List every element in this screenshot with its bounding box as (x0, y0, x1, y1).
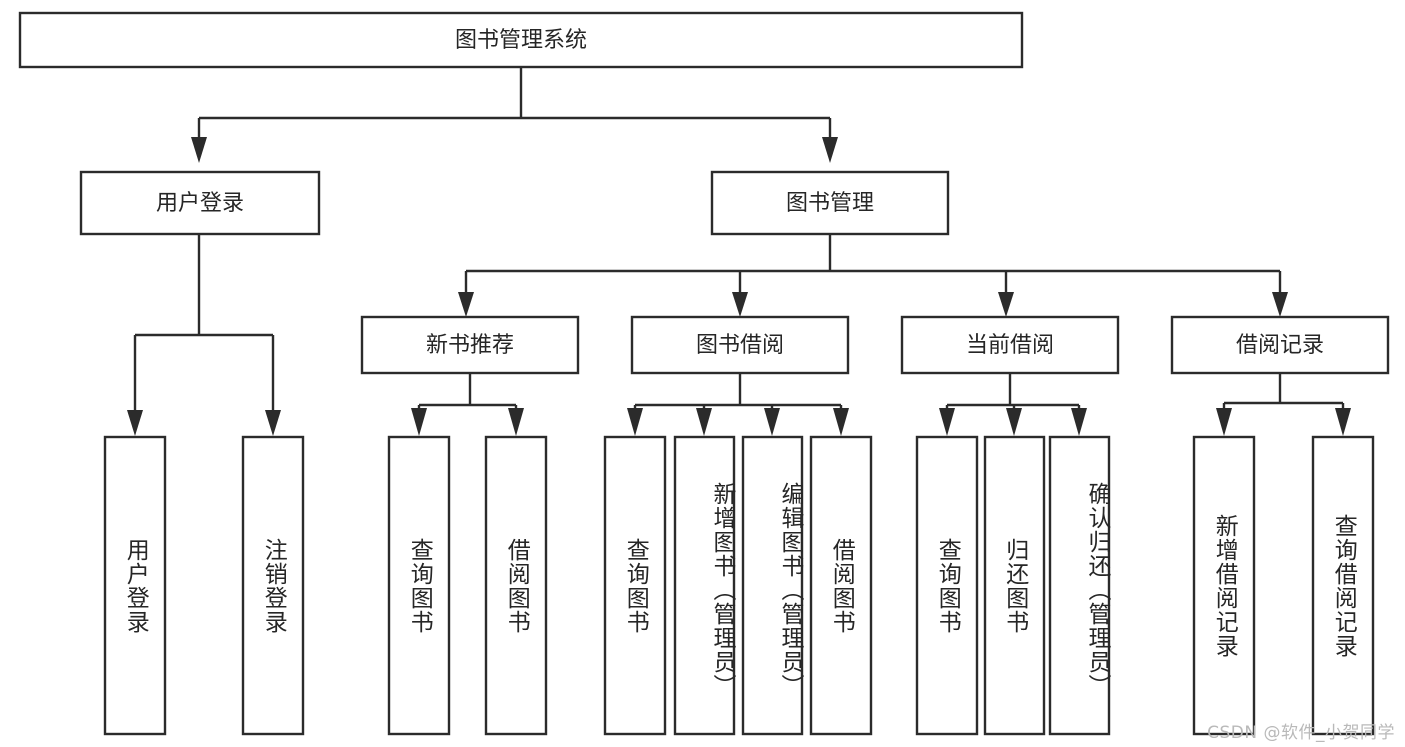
node-label-user-login: 用户登录 (156, 191, 244, 216)
node-box-leaf-confirm-return[interactable] (1048, 435, 1111, 736)
node-box-book-manage[interactable] (710, 170, 950, 236)
arrow-head-leaf-query-record (1335, 408, 1351, 436)
arrow-head-leaf-query-book-2 (627, 408, 643, 436)
arrow-head-current-borrow (998, 292, 1014, 317)
arrow-head-leaf-add-record (1216, 408, 1232, 436)
arrow-head-borrow-record (1272, 292, 1288, 317)
node-box-leaf-query-book-1[interactable] (387, 435, 451, 736)
node-box-current-borrow[interactable] (900, 315, 1120, 375)
arrow-head-leaf-add-book (696, 408, 712, 436)
arrow-head-leaf-query-book-1 (411, 408, 427, 436)
arrow-head-book-borrow (732, 292, 748, 317)
node-box-leaf-return-book[interactable] (983, 435, 1046, 736)
node-box-leaf-user-logout[interactable] (241, 435, 305, 736)
arrow-head-leaf-borrow-book-1 (508, 408, 524, 436)
connector-group-borrow-record (1216, 373, 1351, 436)
arrow-head-user-login (191, 137, 207, 163)
arrow-head-leaf-return-book (1006, 408, 1022, 436)
node-label-borrow-record: 借阅记录 (1236, 333, 1324, 358)
arrow-head-leaf-confirm-return (1071, 408, 1087, 436)
arrow-head-new-book-recommend (458, 292, 474, 317)
connector-group-user-login (127, 234, 281, 436)
connector-group-book-manage (458, 234, 1288, 317)
arrow-head-leaf-user-login (127, 410, 143, 436)
arrow-head-leaf-user-logout (265, 410, 281, 436)
node-box-leaf-query-book-3[interactable] (915, 435, 979, 736)
connector-group-new-book-recommend (411, 373, 524, 436)
node-label-root: 图书管理系统 (455, 28, 587, 53)
node-box-root[interactable] (18, 11, 1024, 69)
node-label-new-book-recommend: 新书推荐 (426, 333, 514, 358)
node-box-borrow-record[interactable] (1170, 315, 1390, 375)
node-box-leaf-add-record[interactable] (1192, 435, 1256, 736)
watermark-text: CSDN @软件_小贺同学 (1207, 723, 1395, 743)
arrow-head-leaf-query-book-3 (939, 408, 955, 436)
node-box-leaf-user-login[interactable] (103, 435, 167, 736)
node-box-leaf-borrow-book-1[interactable] (484, 435, 548, 736)
node-box-user-login[interactable] (79, 170, 321, 236)
node-box-leaf-query-book-2[interactable] (603, 435, 667, 736)
node-box-leaf-edit-book[interactable] (741, 435, 804, 736)
node-box-leaf-add-book[interactable] (673, 435, 736, 736)
connector-group-current-borrow (939, 373, 1087, 436)
connector-group-book-borrow (627, 373, 849, 436)
node-box-new-book-recommend[interactable] (360, 315, 580, 375)
arrow-head-leaf-borrow-book-2 (833, 408, 849, 436)
node-label-book-borrow: 图书借阅 (696, 333, 784, 358)
node-label-book-manage: 图书管理 (786, 191, 874, 216)
arrow-head-leaf-edit-book (764, 408, 780, 436)
arrow-head-book-manage (822, 137, 838, 163)
connector-group-root (191, 67, 838, 163)
node-box-book-borrow[interactable] (630, 315, 850, 375)
node-box-leaf-query-record[interactable] (1311, 435, 1375, 736)
node-label-current-borrow: 当前借阅 (966, 333, 1054, 358)
node-box-leaf-borrow-book-2[interactable] (809, 435, 873, 736)
